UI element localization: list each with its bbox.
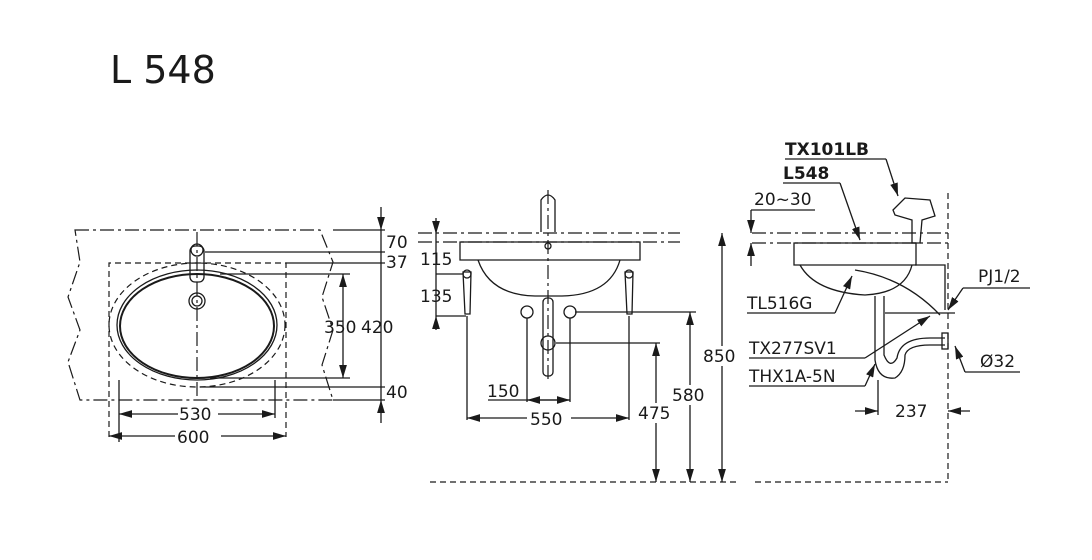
bracket-left-icon [462,269,472,315]
dim-550: 550 [530,410,562,430]
side-view: TX101LB L548 20~30 TL516G PJ1/2 TX277SV1… [746,140,1030,483]
dim-580: 580 [672,386,704,406]
label-tl516g: TL516G [746,294,812,314]
label-tx277sv1: TX277SV1 [748,339,837,359]
faucet-icon [892,197,936,244]
dim-475: 475 [638,404,670,424]
plan-view: 70 37 350 420 40 530 600 [67,207,408,448]
dim-150: 150 [487,382,519,402]
dim-600: 600 [177,428,209,448]
bracket-right-icon [624,269,634,315]
dim-20-30: 20~30 [754,190,812,210]
label-tx101lb: TX101LB [785,140,869,160]
drain-icon [188,292,206,310]
dim-530: 530 [179,405,211,425]
dim-37: 37 [386,253,408,273]
label-thx1a-5n: THX1A-5N [748,367,836,387]
dim-237: 237 [895,402,927,422]
label-outlet-32: Ø32 [980,352,1015,372]
label-pj1-2: PJ1/2 [978,267,1021,287]
drawing-title: L 548 [110,48,216,92]
dim-420: 420 [361,318,393,338]
label-l548: L548 [783,164,829,184]
dim-40: 40 [386,383,408,403]
dim-350: 350 [324,318,356,338]
dim-135: 135 [420,287,452,307]
drain-pipe-icon [540,297,556,377]
trap-icon [874,296,949,379]
dim-70: 70 [386,233,408,253]
dim-115: 115 [420,250,452,270]
front-view: 115 135 150 550 475 580 850 [418,190,742,483]
dim-850: 850 [703,347,735,367]
faucet-icon [189,243,205,283]
